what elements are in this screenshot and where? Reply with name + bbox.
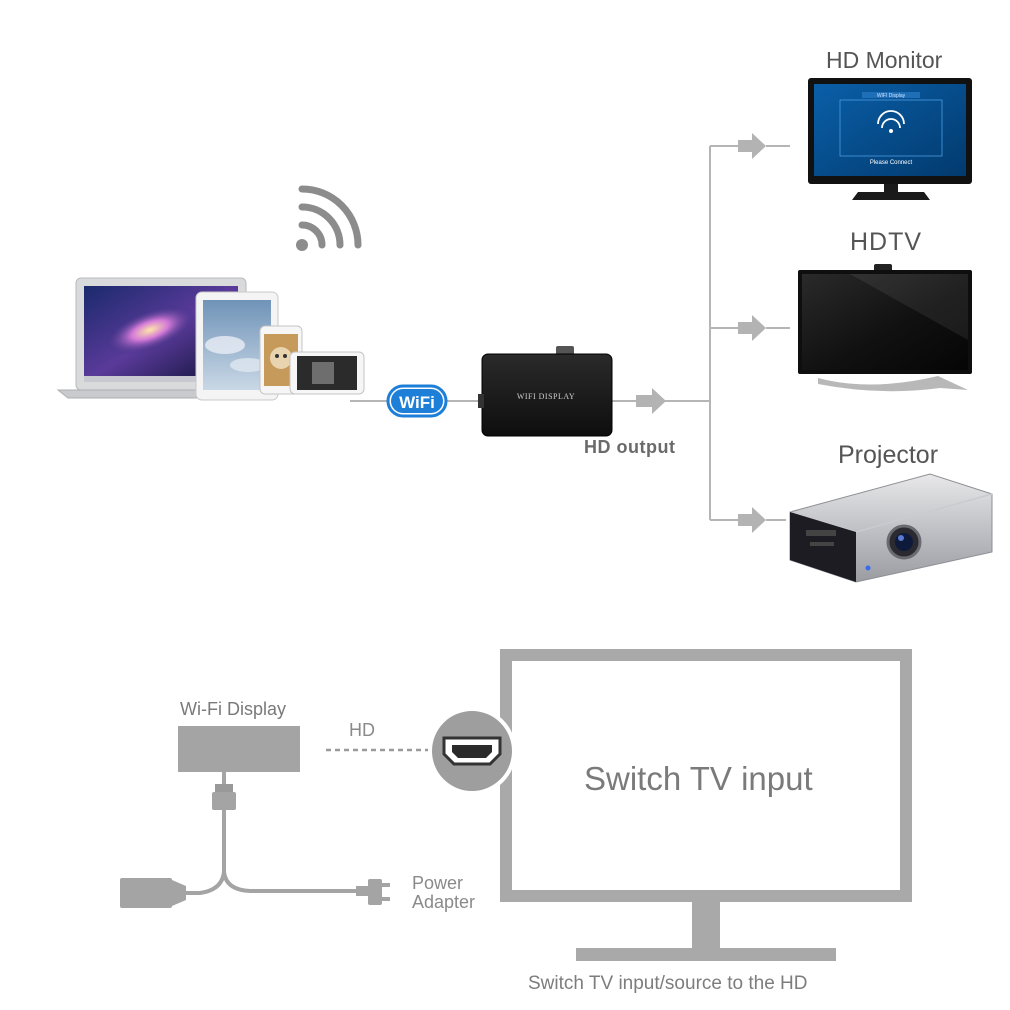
- monitor-screen-msg: Please Connect: [870, 160, 913, 166]
- smartphone: [289, 351, 365, 395]
- hd-label: HD: [349, 720, 375, 740]
- wifi-badge-label: WiFi: [399, 393, 435, 412]
- power-plug-icon: [356, 879, 390, 905]
- hdmi-port-icon: [428, 707, 516, 795]
- power-label: Power: [412, 873, 464, 893]
- tv-text: Switch TV input: [584, 760, 813, 797]
- tablet: [195, 291, 279, 401]
- hd-monitor-label: HD Monitor: [826, 47, 943, 73]
- bottom-caption: Switch TV input/source to the HD: [528, 973, 808, 994]
- power-cable: [172, 772, 356, 895]
- connection-lines: [350, 145, 790, 521]
- arrow-icon: [636, 133, 766, 533]
- wifi-display-label: Wi-Fi Display: [180, 699, 286, 719]
- hdtv: [798, 264, 972, 392]
- wifi-display-device: [178, 726, 300, 772]
- hd-monitor: WIFI Display Please Connect: [808, 78, 972, 200]
- projector-label: Projector: [838, 441, 939, 469]
- usb-power-block: [120, 878, 186, 908]
- usb-plug-icon: [212, 784, 236, 810]
- box-label: WIFI DISPLAY: [517, 392, 575, 401]
- hdtv-label: HDTV: [850, 228, 923, 256]
- projector: [789, 473, 993, 583]
- monitor-screen-title: WIFI Display: [877, 93, 906, 99]
- wifi-display-box: WIFI DISPLAY: [478, 346, 613, 437]
- adapter-label: Adapter: [412, 892, 476, 912]
- tv-outline: [500, 649, 912, 961]
- wifi-signal-icon: [296, 185, 362, 251]
- hd-output-label: HD output: [584, 437, 676, 457]
- wifi-badge-icon: WiFi: [386, 384, 448, 418]
